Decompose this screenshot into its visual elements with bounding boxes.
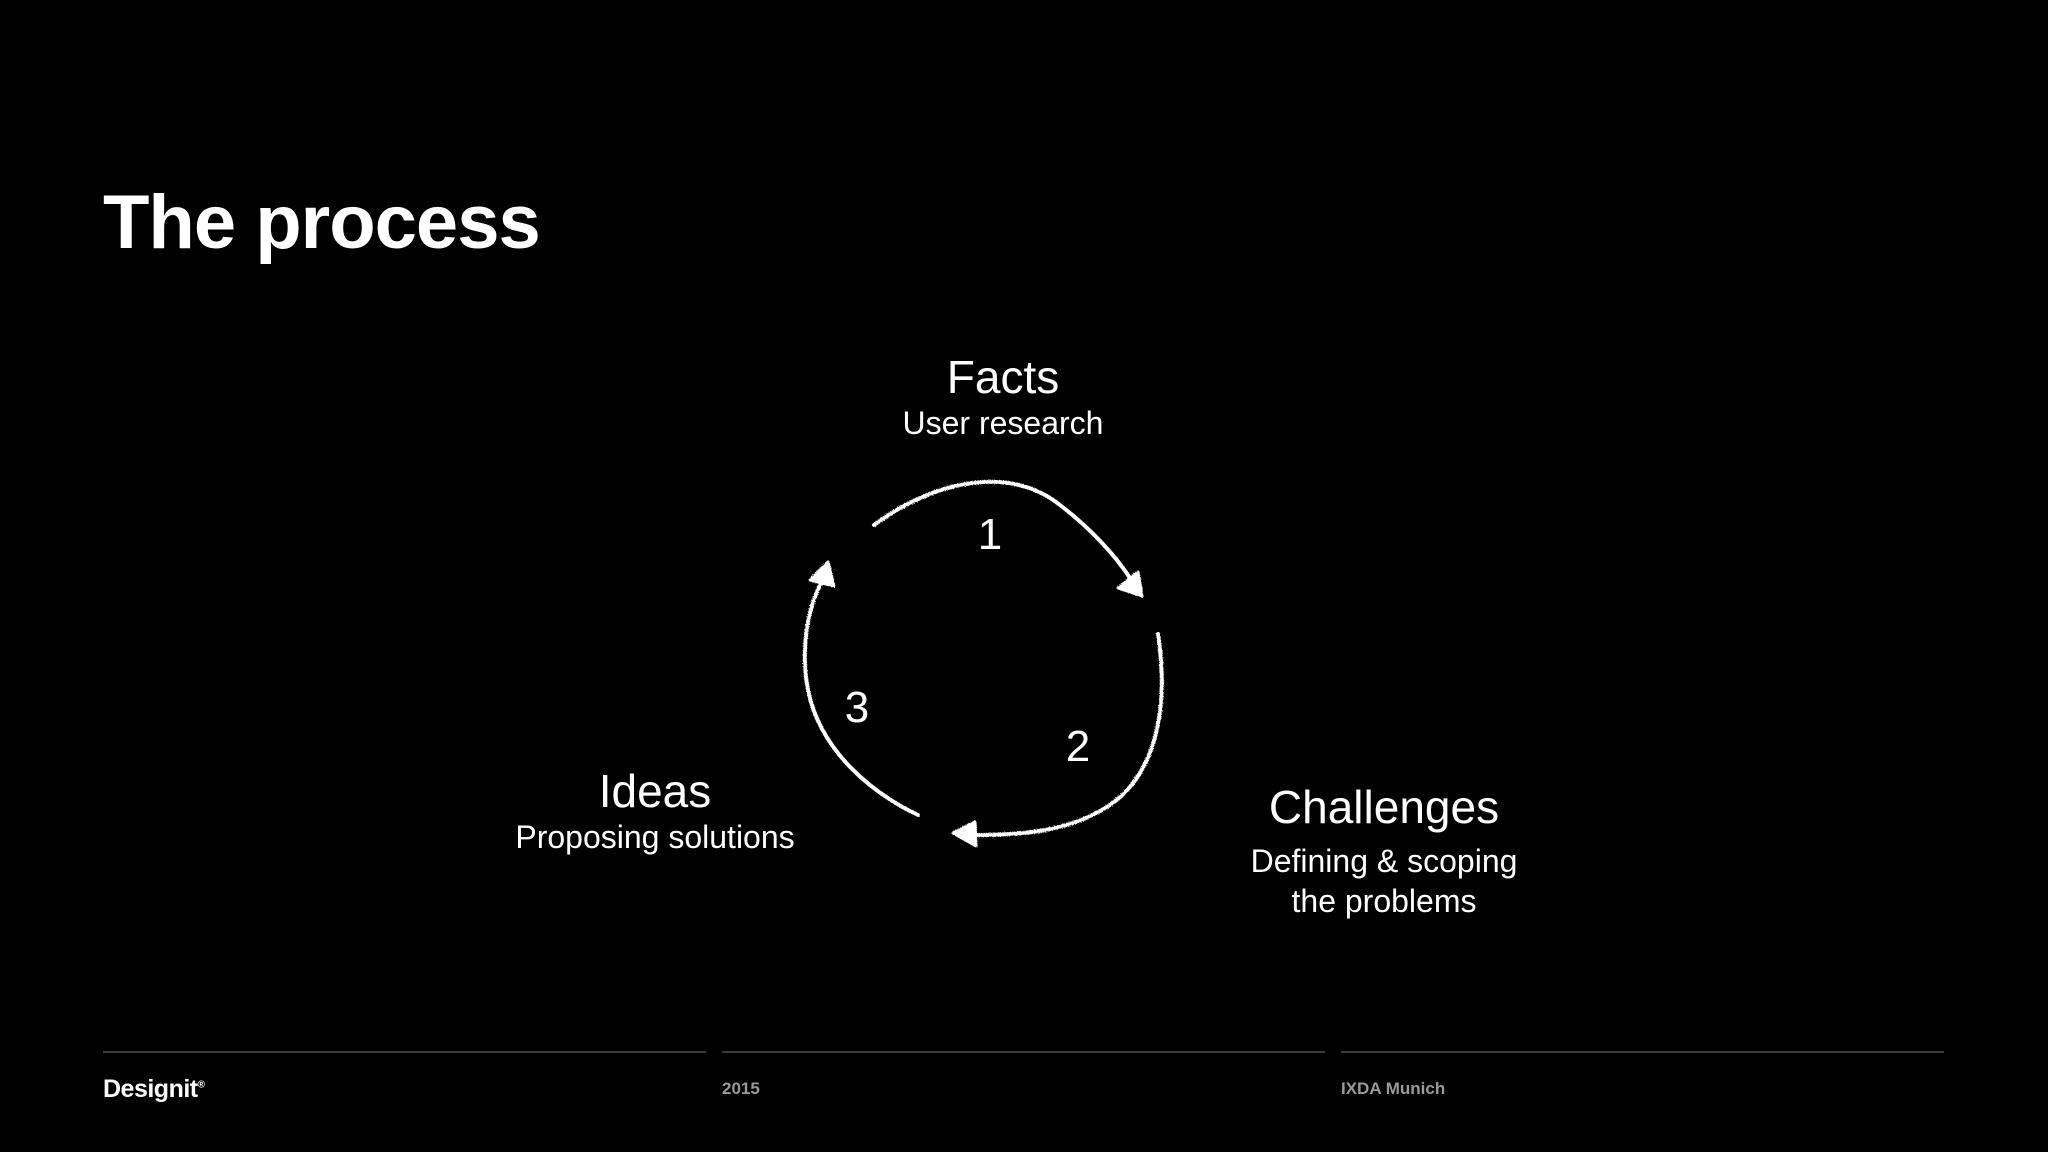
facts-subtitle: User research (902, 404, 1104, 441)
challenges-node: Challenges Defining & scoping the proble… (1251, 782, 1518, 921)
ideas-subtitle: Proposing solutions (515, 818, 795, 855)
logo-text: Designit (103, 1075, 198, 1103)
footer-event: IXDA Munich (1341, 1079, 1446, 1098)
designit-logo: Designit® (103, 1075, 205, 1104)
slide-title: The process (103, 180, 541, 265)
step-label-3: 3 (845, 683, 869, 732)
cycle-arrow-1 (872, 479, 1144, 598)
footer-divider-3 (1341, 1051, 1944, 1053)
ideas-title: Ideas (598, 765, 712, 817)
footer-divider-1 (103, 1051, 706, 1053)
footer-year: 2015 (722, 1079, 760, 1098)
challenges-title: Challenges (1268, 781, 1500, 833)
cycle-arrow-3 (802, 560, 920, 817)
footer-divider-2 (722, 1051, 1325, 1053)
cycle-arrow-2 (951, 632, 1164, 848)
ideas-node: Ideas Proposing solutions (515, 766, 794, 857)
step-label-1: 1 (978, 510, 1002, 559)
facts-node: Facts User research (903, 352, 1104, 443)
challenges-subtitle-line-1: Defining & scoping (1250, 842, 1518, 879)
logo-registered-mark: ® (197, 1079, 205, 1091)
facts-title: Facts (946, 351, 1060, 403)
challenges-subtitle-line-2: the problems (1291, 882, 1477, 919)
step-label-2: 2 (1066, 722, 1090, 771)
